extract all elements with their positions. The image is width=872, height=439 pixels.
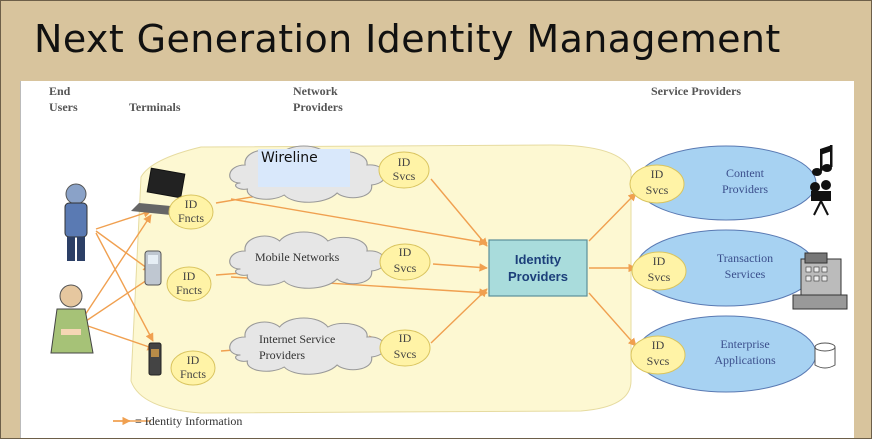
mobile-phone-icon	[144, 250, 162, 286]
svg-text:Providers: Providers	[722, 182, 768, 196]
mobile-networks-cloud: Mobile Networks	[229, 231, 386, 289]
header-terminals: Terminals	[129, 100, 181, 114]
svg-text:ID: ID	[653, 254, 666, 268]
identity-providers-box: Identity Providers	[488, 239, 588, 297]
svg-text:Svcs: Svcs	[394, 347, 417, 361]
id-svcs-wireline: ID Svcs	[378, 151, 430, 189]
film-camera-icon	[810, 180, 831, 216]
legend-label: = Identity Information	[135, 414, 242, 428]
svg-text:Content: Content	[726, 166, 765, 180]
svg-text:Applications: Applications	[714, 353, 776, 367]
svg-text:Fncts: Fncts	[180, 367, 206, 381]
enterprise-applications-ellipse: Enterprise Applications	[635, 315, 817, 393]
slide-title: Next Generation Identity Management	[34, 17, 781, 61]
svg-text:Svcs: Svcs	[648, 270, 671, 284]
svg-text:Svcs: Svcs	[394, 261, 417, 275]
svg-text:ID: ID	[399, 245, 412, 259]
id-svcs-isp: ID Svcs	[379, 329, 431, 367]
svg-text:ID: ID	[652, 338, 665, 352]
svg-text:ID: ID	[398, 155, 411, 169]
svg-text:Fncts: Fncts	[178, 211, 204, 225]
id-fncts-bubble-2: ID Fncts	[166, 266, 212, 302]
svg-text:Enterprise: Enterprise	[720, 337, 769, 351]
header-end-users-2: Users	[49, 100, 78, 114]
svg-text:Fncts: Fncts	[176, 283, 202, 297]
svg-text:ID: ID	[185, 197, 198, 211]
svg-text:Services: Services	[725, 267, 766, 281]
header-network-providers-2: Providers	[293, 100, 343, 114]
id-svcs-mobile: ID Svcs	[379, 243, 431, 281]
isp-cloud: Internet Service Providers	[229, 317, 386, 375]
id-fncts-bubble-3: ID Fncts	[170, 350, 216, 386]
end-user-2-icon	[50, 284, 94, 354]
id-fncts-bubble-1: ID Fncts	[168, 194, 214, 230]
svg-text:Svcs: Svcs	[647, 354, 670, 368]
header-network-providers: Network	[293, 84, 338, 98]
svg-text:Svcs: Svcs	[646, 183, 669, 197]
id-svcs-transaction: ID Svcs	[631, 251, 687, 291]
handset-icon	[148, 342, 162, 376]
header-end-users: End	[49, 84, 71, 98]
svg-text:Mobile Networks: Mobile Networks	[255, 250, 340, 264]
id-svcs-content: ID Svcs	[629, 164, 685, 204]
identity-diagram: End Users Terminals Network Providers Se…	[49, 84, 848, 428]
svg-text:Providers: Providers	[259, 348, 305, 362]
wireline-label: Wireline	[258, 149, 350, 187]
transaction-services-ellipse: Transaction Services	[635, 229, 817, 307]
svg-text:ID: ID	[651, 167, 664, 181]
svg-text:Svcs: Svcs	[393, 169, 416, 183]
svg-text:Internet Service: Internet Service	[259, 332, 335, 346]
svg-text:ID: ID	[183, 269, 196, 283]
music-note-icon	[812, 145, 833, 176]
content-providers-ellipse: Content Providers	[635, 145, 817, 221]
svg-text:ID: ID	[187, 353, 200, 367]
database-icon	[814, 342, 836, 369]
svg-text:ID: ID	[399, 331, 412, 345]
svg-text:Transaction: Transaction	[717, 251, 773, 265]
svg-text:Providers: Providers	[508, 269, 568, 284]
cash-register-icon	[792, 252, 848, 310]
id-svcs-enterprise: ID Svcs	[630, 335, 686, 375]
end-user-1-icon	[64, 183, 88, 261]
header-service-providers: Service Providers	[651, 84, 741, 98]
svg-text:Identity: Identity	[515, 252, 562, 267]
diagram-panel: End Users Terminals Network Providers Se…	[20, 81, 854, 438]
